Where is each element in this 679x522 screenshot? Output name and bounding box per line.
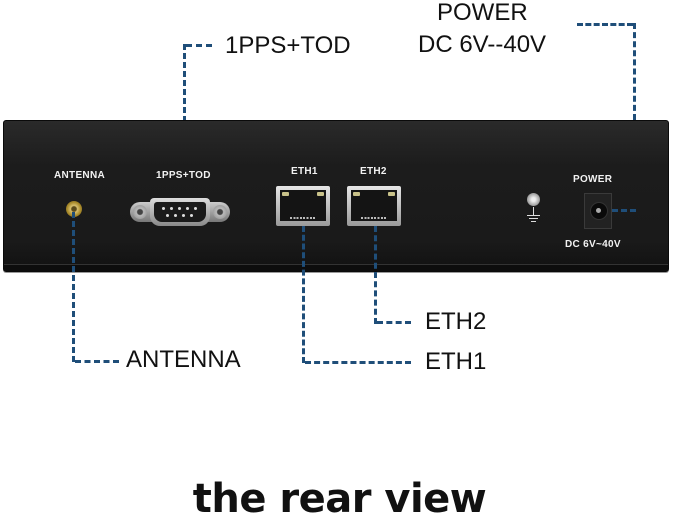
panel-label-eth2: ETH2	[360, 166, 387, 177]
panel-label-power: POWER	[573, 174, 613, 185]
antenna-leader-horizontal	[75, 360, 119, 363]
panel-label-eth1: ETH1	[291, 166, 318, 177]
db9-serial-connector-icon	[130, 198, 230, 226]
power-leader-bottom	[612, 209, 636, 212]
ground-terminal-icon	[524, 193, 544, 227]
callout-pps-tod: 1PPS+TOD	[225, 32, 351, 59]
callout-eth2: ETH2	[425, 308, 487, 335]
power-leader-top	[577, 23, 633, 26]
figure-caption: the rear view	[192, 476, 487, 522]
callout-eth1: ETH1	[425, 348, 487, 375]
callout-power-rating: DC 6V--40V	[418, 31, 547, 58]
eth2-leader-horizontal	[377, 321, 411, 324]
antenna-sma-connector-icon	[66, 201, 82, 217]
device-rear-panel: ANTENNA 1PPS+TOD ETH1 ETH2	[3, 120, 669, 272]
antenna-leader-vertical	[72, 212, 75, 362]
dc-power-jack-icon	[584, 193, 612, 229]
panel-label-power-rating: DC 6V~40V	[565, 239, 621, 250]
callout-antenna: ANTENNA	[126, 346, 241, 373]
pps-leader-vertical	[183, 44, 186, 194]
pps-leader-horizontal	[186, 44, 212, 47]
eth1-leader-horizontal	[305, 361, 411, 364]
power-leader-vertical	[633, 23, 636, 211]
device-bottom-lip	[4, 264, 668, 271]
callout-power: POWER	[437, 0, 528, 26]
eth2-leader-vertical	[374, 226, 377, 324]
eth1-leader-vertical	[302, 226, 305, 363]
panel-label-antenna: ANTENNA	[54, 170, 105, 181]
eth1-rj45-port-icon	[276, 186, 330, 226]
panel-label-pps-tod: 1PPS+TOD	[156, 170, 211, 181]
eth2-rj45-port-icon	[347, 186, 401, 226]
